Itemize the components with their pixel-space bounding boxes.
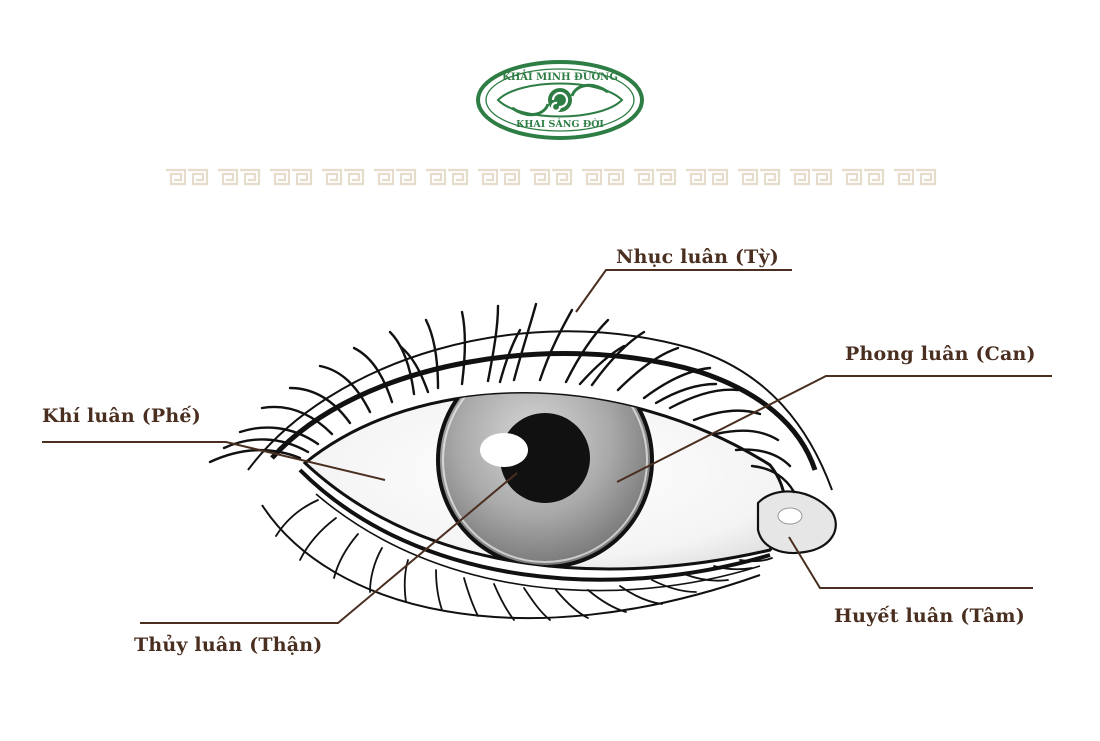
leader-line-nhuc-luan	[575, 269, 792, 313]
label-phong-luan: Phong luân (Can)	[845, 343, 1036, 365]
leader-line-huyet-luan	[788, 536, 1033, 589]
greek-key-ornament-icon	[165, 168, 937, 186]
label-khi-luan: Khí luân (Phế)	[42, 405, 201, 427]
logo-emblem-icon	[476, 60, 644, 140]
logo-bottom-text: KHAI SÁNG ĐỜI	[516, 118, 604, 130]
label-thuy-luan: Thủy luân (Thận)	[134, 634, 323, 656]
leader-line-khi-luan	[42, 441, 386, 481]
label-huyet-luan: Huyết luân (Tâm)	[834, 605, 1025, 627]
leader-line-thuy-luan	[140, 472, 518, 624]
logo-top-text: KHẢI MINH ĐƯỜNG	[502, 70, 618, 83]
eye-illustration	[208, 302, 837, 621]
label-nhuc-luan: Nhục luân (Tỳ)	[616, 246, 779, 268]
leader-line-phong-luan	[616, 375, 1052, 483]
leader-lines	[42, 269, 1052, 624]
